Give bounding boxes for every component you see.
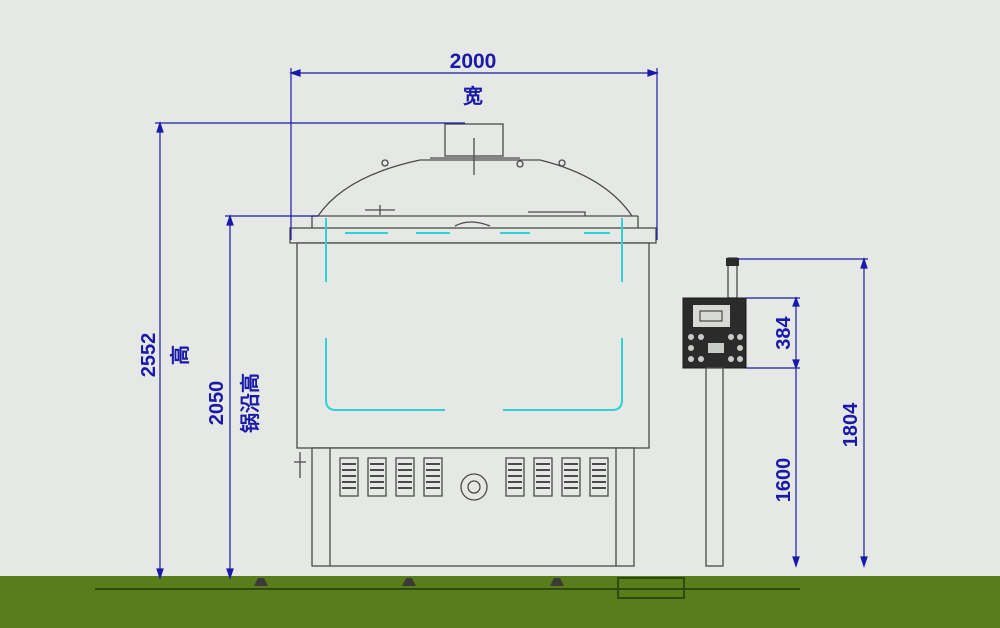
control-panel-buttons bbox=[688, 334, 743, 362]
lid-valve bbox=[454, 221, 491, 227]
cabinet-signal-light bbox=[726, 258, 739, 266]
kettle-feet bbox=[254, 578, 564, 586]
control-panel-screen bbox=[693, 305, 730, 327]
kettle-rim bbox=[289, 227, 657, 244]
ground-strip bbox=[0, 576, 1000, 628]
cabinet-height-value: 1804 bbox=[840, 402, 862, 447]
stand-height-value: 1600 bbox=[773, 458, 795, 503]
lid-handle-right bbox=[528, 211, 586, 216]
width-dimension-value: 2000 bbox=[450, 50, 497, 73]
kettle-body bbox=[296, 242, 650, 449]
rim-height-label: 锅沿高 bbox=[238, 373, 262, 433]
kettle-side-tap bbox=[294, 452, 306, 478]
lid-knob-left bbox=[381, 159, 389, 167]
kettle-dome-lid bbox=[317, 159, 633, 217]
control-cabinet bbox=[617, 257, 747, 599]
lid-knob-right bbox=[558, 159, 566, 167]
vent-grille-right bbox=[505, 457, 609, 497]
kettle-drain-valve-core bbox=[467, 480, 481, 494]
kettle-base bbox=[311, 447, 635, 567]
kettle-drain-valve bbox=[460, 473, 488, 501]
vent-grilles bbox=[339, 457, 609, 497]
vent-grille-left bbox=[339, 457, 443, 497]
width-dimension-label: 宽 bbox=[463, 84, 483, 108]
inner-vessel-outline bbox=[325, 218, 623, 411]
dimension-lines bbox=[155, 68, 868, 580]
control-panel-screen-frame bbox=[699, 310, 723, 322]
cabinet-base-plate bbox=[617, 577, 685, 599]
lid-handle-left bbox=[365, 205, 395, 215]
cabinet-stand bbox=[705, 367, 724, 567]
lid-knob-mid bbox=[516, 160, 524, 168]
kettle bbox=[289, 123, 657, 567]
panel-height-value: 384 bbox=[773, 315, 795, 349]
total-height-value: 2552 bbox=[138, 333, 160, 378]
rim-height-value: 2050 bbox=[206, 381, 228, 426]
total-height-label: 高 bbox=[168, 345, 192, 365]
